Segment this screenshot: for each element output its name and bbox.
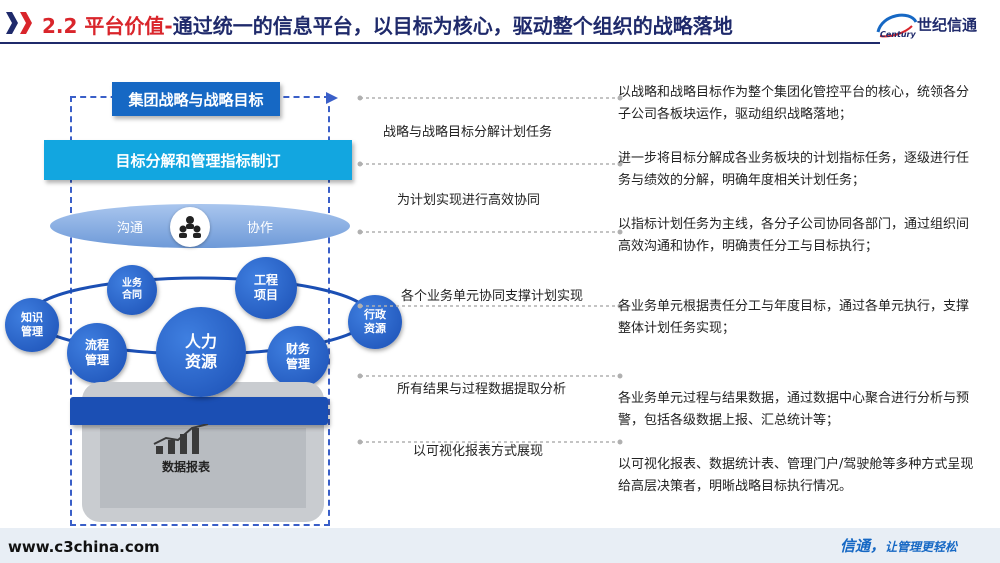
circle-hr: 人力 资源 [156,307,246,397]
chevron-right-icon [6,12,18,34]
title-prefix: 2.2 平台价值- [42,14,173,38]
website-link[interactable]: www.c3china.com [8,538,160,556]
mid-label-support: 各个业务单元协同支撑计划实现 [401,289,584,304]
coop-label: 协作 [247,221,274,236]
strategy-bar: 集团战略与战略目标 [112,82,280,116]
header-divider [0,42,880,44]
data-bar [70,397,328,425]
desc-5: 各业务单元过程与结果数据，通过数据中心聚合进行分析与预警，包括各级数据上报、汇总… [618,391,970,428]
people-group-icon [170,207,210,247]
bar-chart-icon [153,424,209,454]
circle-admin-label: 行政 资源 [364,308,386,335]
circle-process-label: 流程 管理 [84,338,109,367]
circle-business-contract: 业务 合同 [107,265,157,315]
comm-label: 沟通 [117,221,144,236]
phone-screen [100,428,306,508]
circle-hr-label: 人力 资源 [184,332,217,371]
mid-label-collab: 为计划实现进行高效协同 [397,193,541,208]
mid-label-strategy: 战略与战略目标分解计划任务 [383,125,553,140]
circle-finance-label: 财务 管理 [285,342,310,371]
circle-project: 工程 项目 [235,257,297,319]
title-main: 通过统一的信息平台，以目标为核心，驱动整个组织的战略落地 [172,14,733,38]
page-title: 2.2 平台价值-通过统一的信息平台，以目标为核心，驱动整个组织的战略落地 [42,10,733,39]
arrow-right-icon [326,92,338,104]
header: 2.2 平台价值-通过统一的信息平台，以目标为核心，驱动整个组织的战略落地 世纪… [0,0,1000,52]
circle-project-label: 工程 项目 [253,273,278,302]
slogan-rest: 让管理更轻松 [885,540,958,554]
footer [0,528,1000,563]
desc-4: 各业务单元根据责任分工与年度目标，通过各单元执行，支撑整体计划任务实现； [618,299,970,336]
logo-sub: Century [880,30,916,39]
circle-knowledge-label: 知识 管理 [21,311,43,338]
desc-6: 以可视化报表、数据统计表、管理门户/驾驶舱等多种方式呈现给高层决策者，明晰战略目… [618,457,974,494]
desc-3: 以指标计划任务为主线，各分子公司协同各部门，通过组织间高效沟通和协作，明确责任分… [618,217,970,254]
circle-process: 流程 管理 [67,323,127,383]
logo-text: 世纪信通 [917,16,978,34]
mid-label-analysis: 所有结果与过程数据提取分析 [397,382,567,397]
mid-label-visual: 以可视化报表方式展现 [413,444,544,459]
connector-lines [357,95,623,445]
target-decompose-bar: 目标分解和管理指标制订 [44,140,352,180]
circle-knowledge: 知识 管理 [5,298,59,352]
logo-swirl-icon [876,13,918,38]
report-label: 数据报表 [162,460,211,474]
slogan: 信通，让管理更轻松 [840,535,957,556]
slogan-main: 信通， [840,537,886,555]
circle-finance: 财务 管理 [267,326,329,388]
circle-admin: 行政 资源 [348,295,402,349]
circle-business-label: 业务 合同 [122,277,142,302]
chevron-right-icon [20,12,32,34]
desc-2: 进一步将目标分解成各业务板块的计划指标任务，逐级进行任务与绩效的分解，明确年度相… [618,151,970,188]
desc-1: 以战略和战略目标作为整个集团化管控平台的核心，统领各分子公司各板块运作，驱动组织… [618,85,970,122]
